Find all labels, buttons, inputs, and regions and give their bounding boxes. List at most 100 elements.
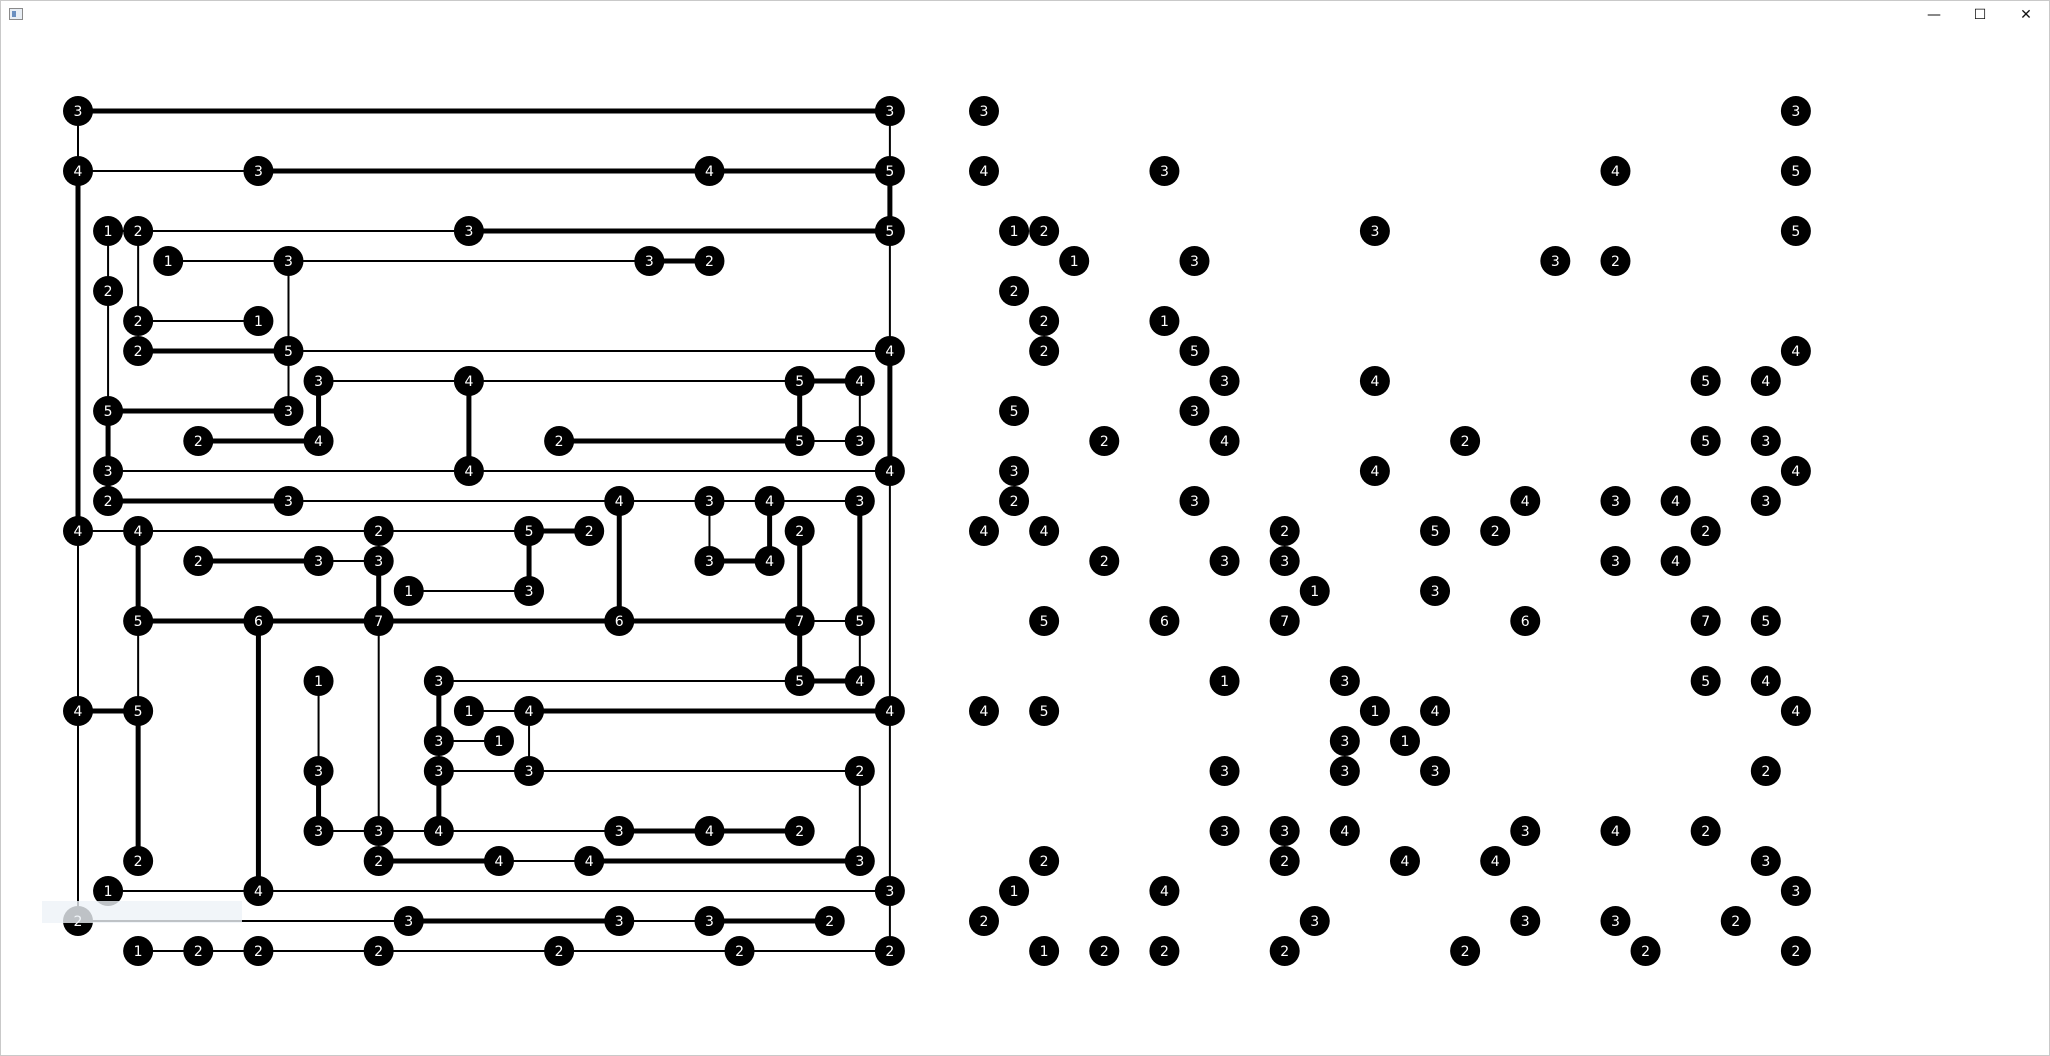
unsolved-island-X15[interactable]: 3: [1209, 546, 1240, 576]
island-circle[interactable]: [1389, 846, 1420, 876]
unsolved-island-E12[interactable]: 3: [999, 456, 1030, 486]
solved-island-S15[interactable]: 4: [754, 546, 785, 576]
solved-island-T28[interactable]: 2: [363, 936, 394, 966]
solved-island-C17[interactable]: 6: [243, 606, 274, 636]
solved-island-N19[interactable]: 4: [844, 666, 875, 696]
island-circle[interactable]: [1780, 336, 1811, 366]
island-circle[interactable]: [1780, 96, 1811, 126]
solved-island-AF24[interactable]: 3: [604, 816, 635, 846]
solved-island-C2[interactable]: 3: [243, 156, 274, 186]
unsolved-island-R15[interactable]: 3: [1600, 546, 1631, 576]
unsolved-island-AE25[interactable]: 3: [1750, 846, 1781, 876]
unsolved-island-V14[interactable]: 2: [1480, 516, 1511, 546]
island-circle[interactable]: [1600, 156, 1631, 186]
unsolved-island-T15[interactable]: 3: [1269, 546, 1300, 576]
island-circle[interactable]: [514, 516, 545, 546]
island-circle[interactable]: [694, 246, 725, 276]
island-circle[interactable]: [1510, 486, 1541, 516]
solved-island-E26[interactable]: 1: [93, 876, 124, 906]
unsolved-island-F25[interactable]: 2: [1029, 846, 1060, 876]
unsolved-island-G9[interactable]: 4: [1359, 366, 1390, 396]
unsolved-island-O28[interactable]: 2: [1089, 936, 1120, 966]
unsolved-island-I5[interactable]: 3: [1179, 246, 1210, 276]
island-circle[interactable]: [243, 606, 274, 636]
island-circle[interactable]: [1359, 456, 1390, 486]
unsolved-island-A14[interactable]: 4: [969, 516, 999, 546]
solved-island-W17[interactable]: 7: [784, 606, 815, 636]
unsolved-island-W14[interactable]: 2: [1690, 516, 1721, 546]
unsolved-island-P25[interactable]: 4: [1480, 846, 1511, 876]
unsolved-island-A1[interactable]: 3: [969, 96, 999, 126]
island-circle[interactable]: [969, 696, 999, 726]
solved-island-X15[interactable]: 3: [303, 546, 334, 576]
unsolved-island-I10[interactable]: 3: [1179, 396, 1210, 426]
island-circle[interactable]: [183, 426, 214, 456]
island-circle[interactable]: [874, 216, 905, 246]
unsolved-island-K5[interactable]: 2: [1600, 246, 1631, 276]
island-circle[interactable]: [363, 936, 394, 966]
island-circle[interactable]: [393, 576, 424, 606]
island-circle[interactable]: [123, 216, 154, 246]
island-circle[interactable]: [874, 696, 905, 726]
island-circle[interactable]: [1329, 816, 1360, 846]
solved-island-R24[interactable]: 4: [694, 816, 725, 846]
island-circle[interactable]: [1690, 516, 1721, 546]
unsolved-island-T17[interactable]: 7: [1269, 606, 1300, 636]
unsolved-island-W19[interactable]: 5: [1690, 666, 1721, 696]
island-circle[interactable]: [483, 846, 514, 876]
island-circle[interactable]: [1600, 486, 1631, 516]
island-circle[interactable]: [363, 516, 394, 546]
solved-island-O28[interactable]: 2: [183, 936, 214, 966]
island-circle[interactable]: [1359, 216, 1390, 246]
island-circle[interactable]: [1540, 246, 1571, 276]
island-circle[interactable]: [604, 816, 635, 846]
solved-island-Q13[interactable]: 4: [604, 486, 635, 516]
solved-island-G4[interactable]: 3: [453, 216, 484, 246]
solved-island-U14[interactable]: 5: [514, 516, 545, 546]
unsolved-island-F7[interactable]: 2: [1029, 306, 1060, 336]
island-circle[interactable]: [604, 906, 635, 936]
close-button[interactable]: ✕: [2020, 7, 2032, 23]
island-circle[interactable]: [844, 606, 875, 636]
island-circle[interactable]: [243, 306, 274, 336]
solved-island-AD21[interactable]: 1: [483, 726, 514, 756]
island-circle[interactable]: [814, 906, 845, 936]
unsolved-island-Z22[interactable]: 3: [1209, 756, 1240, 786]
island-circle[interactable]: [1029, 696, 1060, 726]
island-circle[interactable]: [1329, 726, 1360, 756]
solved-island-O11[interactable]: 2: [183, 426, 214, 456]
unsolved-island-E4[interactable]: 1: [999, 216, 1030, 246]
island-circle[interactable]: [1209, 666, 1240, 696]
solved-island-Z24[interactable]: 3: [303, 816, 334, 846]
solved-island-K5[interactable]: 2: [694, 246, 725, 276]
island-circle[interactable]: [153, 246, 184, 276]
minimize-button[interactable]: —: [1927, 7, 1941, 23]
unsolved-island-Z19[interactable]: 1: [1209, 666, 1240, 696]
unsolved-island-F8[interactable]: 2: [1029, 336, 1060, 366]
island-circle[interactable]: [1420, 516, 1451, 546]
unsolved-island-C28[interactable]: 2: [1149, 936, 1180, 966]
solved-island-T15[interactable]: 3: [363, 546, 394, 576]
island-circle[interactable]: [1780, 936, 1811, 966]
solved-island-L11[interactable]: 4: [303, 426, 334, 456]
solved-island-B1[interactable]: 3: [874, 96, 905, 126]
solved-island-E12[interactable]: 3: [93, 456, 124, 486]
solved-island-AA22[interactable]: 3: [423, 756, 454, 786]
unsolved-island-G4[interactable]: 3: [1359, 216, 1390, 246]
unsolved-island-AC20[interactable]: 4: [1420, 696, 1451, 726]
solved-island-F28[interactable]: 1: [123, 936, 154, 966]
island-circle[interactable]: [1750, 846, 1781, 876]
unsolved-island-C7[interactable]: 1: [1149, 306, 1180, 336]
solved-island-M11[interactable]: 5: [784, 426, 815, 456]
solved-island-F8[interactable]: 2: [123, 336, 154, 366]
unsolved-island-B28[interactable]: 2: [1780, 936, 1811, 966]
island-circle[interactable]: [784, 516, 815, 546]
unsolved-island-A27[interactable]: 2: [969, 906, 999, 936]
island-circle[interactable]: [1780, 456, 1811, 486]
island-circle[interactable]: [1089, 546, 1120, 576]
solved-island-L9[interactable]: 3: [303, 366, 334, 396]
unsolved-island-AI27[interactable]: 3: [1299, 906, 1330, 936]
island-circle[interactable]: [874, 936, 905, 966]
island-circle[interactable]: [1209, 366, 1240, 396]
solved-island-F17[interactable]: 5: [123, 606, 154, 636]
